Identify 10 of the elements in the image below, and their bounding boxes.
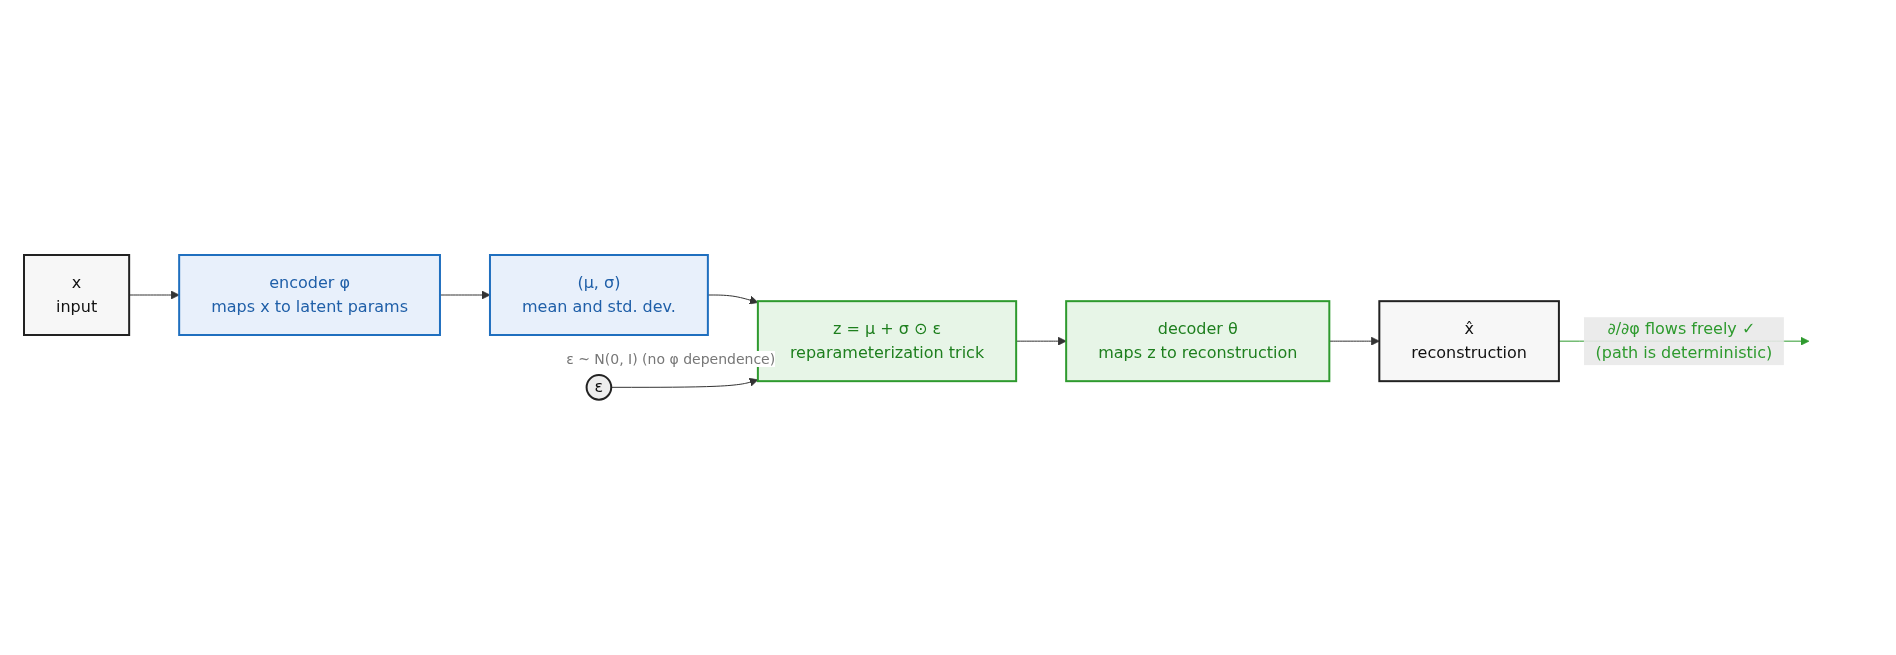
node-box: (μ, σ) mean and std. dev. <box>488 254 709 337</box>
node-box: x input <box>22 254 130 337</box>
arrow <box>439 290 490 300</box>
node-note: ε ~ N(0, I) (no φ dependence) <box>566 351 776 368</box>
node-box: x̂ reconstruction <box>1377 300 1560 383</box>
node-box: encoder φ maps x to latent params <box>177 254 441 337</box>
node-circle: ε <box>585 374 612 401</box>
node-box: decoder θ maps z to reconstruction <box>1064 300 1330 383</box>
edge-label: ∂/∂φ flows freely ✓ (path is deterministic) <box>1595 319 1772 363</box>
arrow <box>610 378 758 388</box>
